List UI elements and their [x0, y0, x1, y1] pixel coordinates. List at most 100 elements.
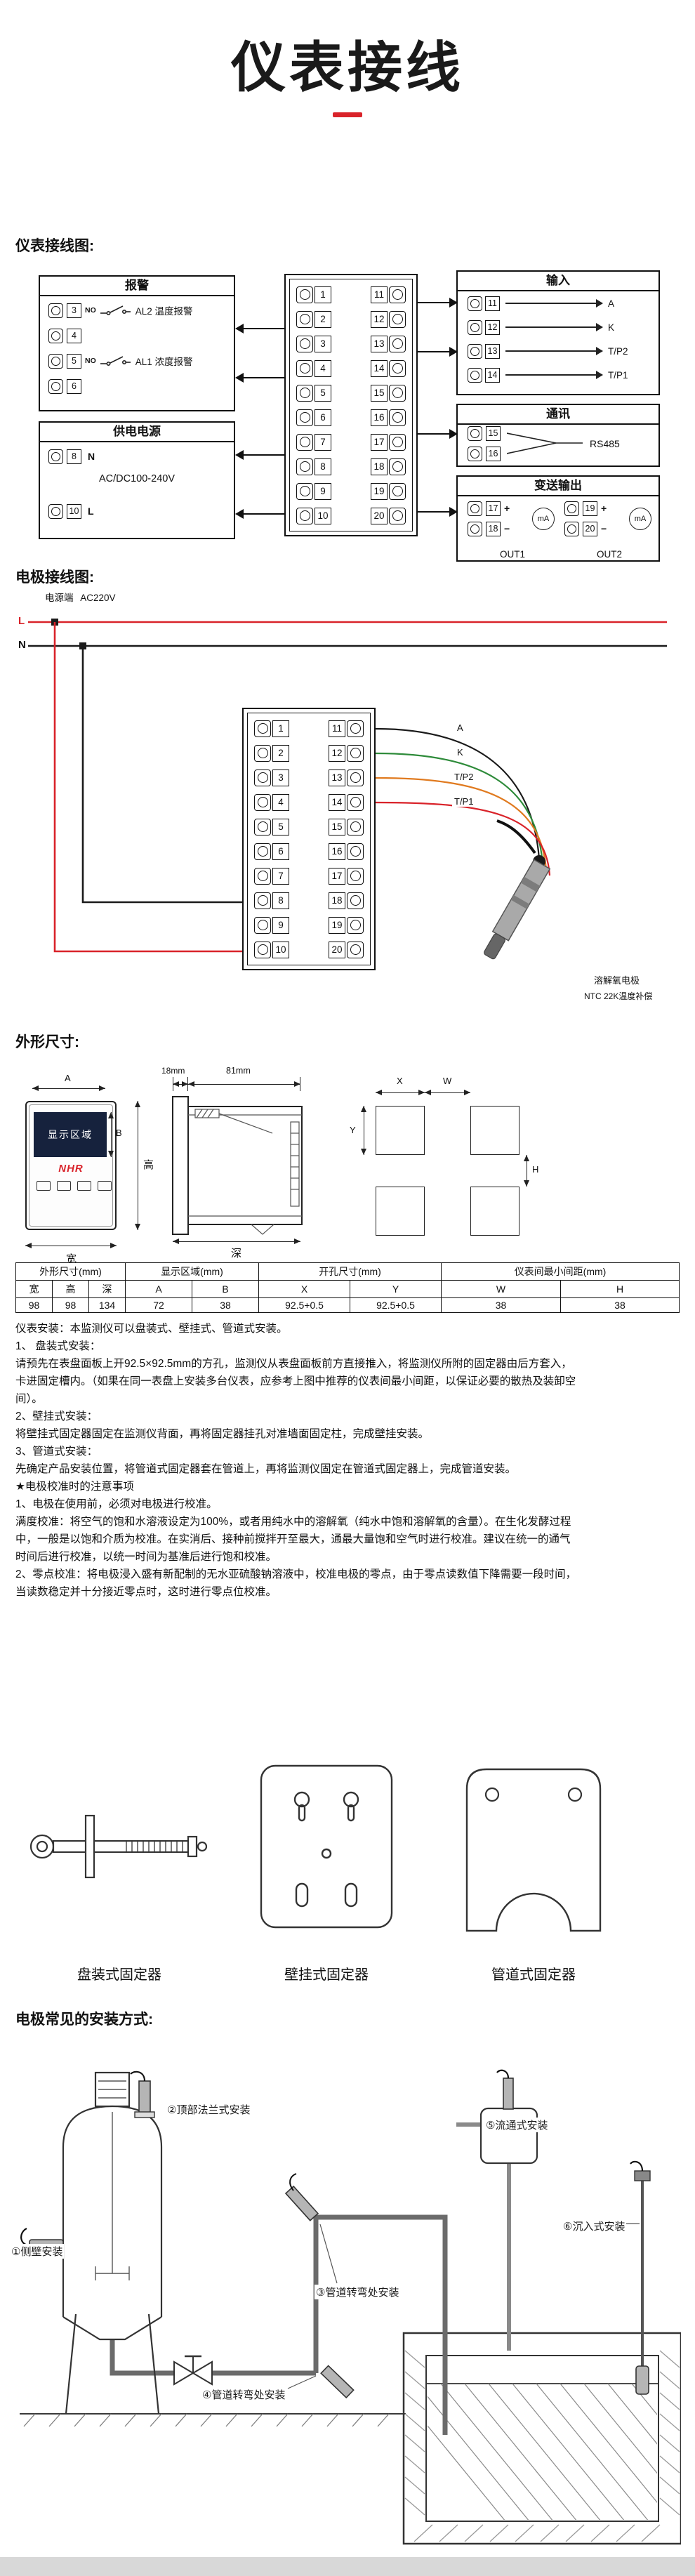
screw-terminal-icon [347, 818, 364, 835]
table-subheader: W [441, 1280, 562, 1298]
screw-terminal-icon [389, 359, 406, 377]
terminal-block-electrode: 1 2 3 4 5 6 7 [242, 708, 376, 970]
wire-arrow-icon [505, 347, 603, 355]
switch-contact-icon [100, 356, 131, 366]
power-box: 供电电源 8 N AC/DC100-240V 10 L [39, 421, 235, 539]
minus-sign: − [601, 523, 607, 534]
table-value: 38 [192, 1297, 260, 1313]
screw-terminal-icon [48, 503, 63, 519]
screw-terminal-icon [468, 343, 482, 359]
alarm-terminal-row: 4 [48, 328, 81, 343]
terminal: 11 [329, 720, 364, 737]
install-paragraph: 1、 盘装式安装： [15, 1340, 101, 1352]
panel-button[interactable] [77, 1181, 91, 1191]
comm-terminal-row: 16 [468, 446, 501, 461]
terminal-number: 20 [371, 507, 388, 524]
screw-terminal-icon [389, 507, 406, 524]
screw-terminal-icon [296, 359, 313, 377]
fixture-label-wall: 壁挂式固定器 [284, 1967, 369, 1983]
terminal-number: 20 [583, 521, 597, 536]
front-bezel [29, 1104, 113, 1227]
screw-terminal-icon [347, 720, 364, 737]
screw-terminal-icon [389, 335, 406, 352]
output-box-title: 变送输出 [458, 477, 658, 496]
table-group-header: 仪表间最小间距(mm) [441, 1262, 680, 1281]
screw-terminal-icon [48, 449, 63, 464]
output-name: OUT2 [596, 549, 622, 560]
terminal-number: 6 [272, 843, 289, 860]
table-group-header: 显示区域(mm) [125, 1262, 260, 1281]
power-terminal-row: 10 L [48, 503, 94, 519]
terminal-number: 10 [315, 507, 331, 524]
terminal-number: 8 [315, 458, 331, 475]
table-subheader: A [125, 1280, 193, 1298]
terminal-number: 13 [329, 769, 345, 786]
input-signal-label: T/P2 [608, 345, 628, 357]
terminal-number: 7 [272, 867, 289, 885]
cutout-h-arrow [524, 1155, 530, 1187]
terminal-number: 14 [371, 359, 388, 377]
terminal: 20 [329, 941, 364, 958]
output-group-2: 19 + 20 − mA OUT2 [564, 501, 654, 560]
panel-button[interactable] [37, 1181, 51, 1191]
neutral-label: N [88, 451, 95, 462]
terminal-number: 16 [371, 409, 388, 426]
screw-terminal-icon [254, 720, 271, 737]
depth-arrow [173, 1239, 300, 1245]
terminal: 15 [329, 818, 364, 835]
install-paragraph: 2、零点校准：将电极浸入盛有新配制的无水亚硫酸钠溶液中，校准电极的零点，由于零点… [15, 1568, 577, 1598]
install-method-label: ⑥沉入式安装 [562, 2219, 627, 2233]
dim-a-arrow [32, 1085, 105, 1092]
terminal-number: 16 [329, 843, 345, 860]
screw-terminal-icon [347, 843, 364, 860]
instrument-front-view: 显示区域 NHR [25, 1101, 117, 1230]
install-paragraph: 先确定产品安装位置，将管道式固定器套在管道上，再将监测仪固定在管道式固定器上，完… [15, 1463, 517, 1475]
terminal-number: 12 [329, 744, 345, 762]
screw-terminal-icon [389, 409, 406, 426]
terminal: 6 [254, 843, 289, 860]
dimensions-table: 外形尺寸(mm) 显示区域(mm) 开孔尺寸(mm) 仪表间最小间距(mm) 宽… [15, 1262, 680, 1313]
terminal-number: 3 [315, 335, 331, 352]
terminal-column-left: 1 2 3 4 5 6 7 [254, 716, 289, 962]
input-signal-label: A [608, 298, 615, 309]
rs485-bracket-icon [507, 432, 583, 454]
panel-cutout-square [470, 1106, 519, 1155]
terminal-number: 18 [486, 521, 501, 536]
terminal: 9 [254, 916, 289, 934]
install-method-label: ⑤流通式安装 [484, 2118, 550, 2132]
wire-label-tp2: T/P2 [452, 772, 476, 782]
install-paragraph: 2、壁挂式安装： [15, 1411, 98, 1422]
terminal-number: 3 [272, 769, 289, 786]
screw-terminal-icon [296, 286, 313, 303]
screw-terminal-icon [48, 378, 63, 394]
terminal: 20 [371, 507, 406, 524]
alarm-label: AL2 温度报警 [135, 306, 193, 317]
wiring-arrow [418, 347, 458, 357]
screw-terminal-icon [347, 793, 364, 811]
terminal: 1 [296, 286, 331, 303]
ma-meter-label: mA [537, 515, 550, 523]
panel-cutout-square [470, 1187, 519, 1236]
power-voltage-label: AC/DC100-240V [99, 473, 175, 484]
install-paragraph: 请预先在表盘面板上开92.5×92.5mm的方孔，监测仪从表盘面板前方直接推入，… [15, 1358, 576, 1405]
cutout-x-arrow [376, 1090, 425, 1096]
dim-18mm-arrow [173, 1081, 188, 1088]
install-paragraph: 3、管道式安装： [15, 1446, 98, 1458]
dim-b-arrow [108, 1112, 114, 1157]
terminal-number: 7 [315, 433, 331, 451]
dim-tick [187, 1077, 188, 1091]
screw-terminal-icon [389, 384, 406, 402]
plus-sign: + [504, 503, 510, 514]
panel-button[interactable] [98, 1181, 112, 1191]
screw-terminal-icon [468, 367, 482, 383]
panel-button[interactable] [57, 1181, 71, 1191]
terminal: 3 [254, 769, 289, 786]
plus-sign: + [601, 503, 607, 514]
dim-81mm-arrow [188, 1081, 300, 1088]
terminal: 2 [254, 744, 289, 762]
install-method-label: ①侧壁安装 [10, 2244, 65, 2259]
install-methods-section-label: 电极常见的安装方式: [15, 2012, 153, 2028]
wall-mount-fixture-drawing [260, 1764, 393, 1929]
terminal: 12 [329, 744, 364, 762]
screw-terminal-icon [389, 286, 406, 303]
